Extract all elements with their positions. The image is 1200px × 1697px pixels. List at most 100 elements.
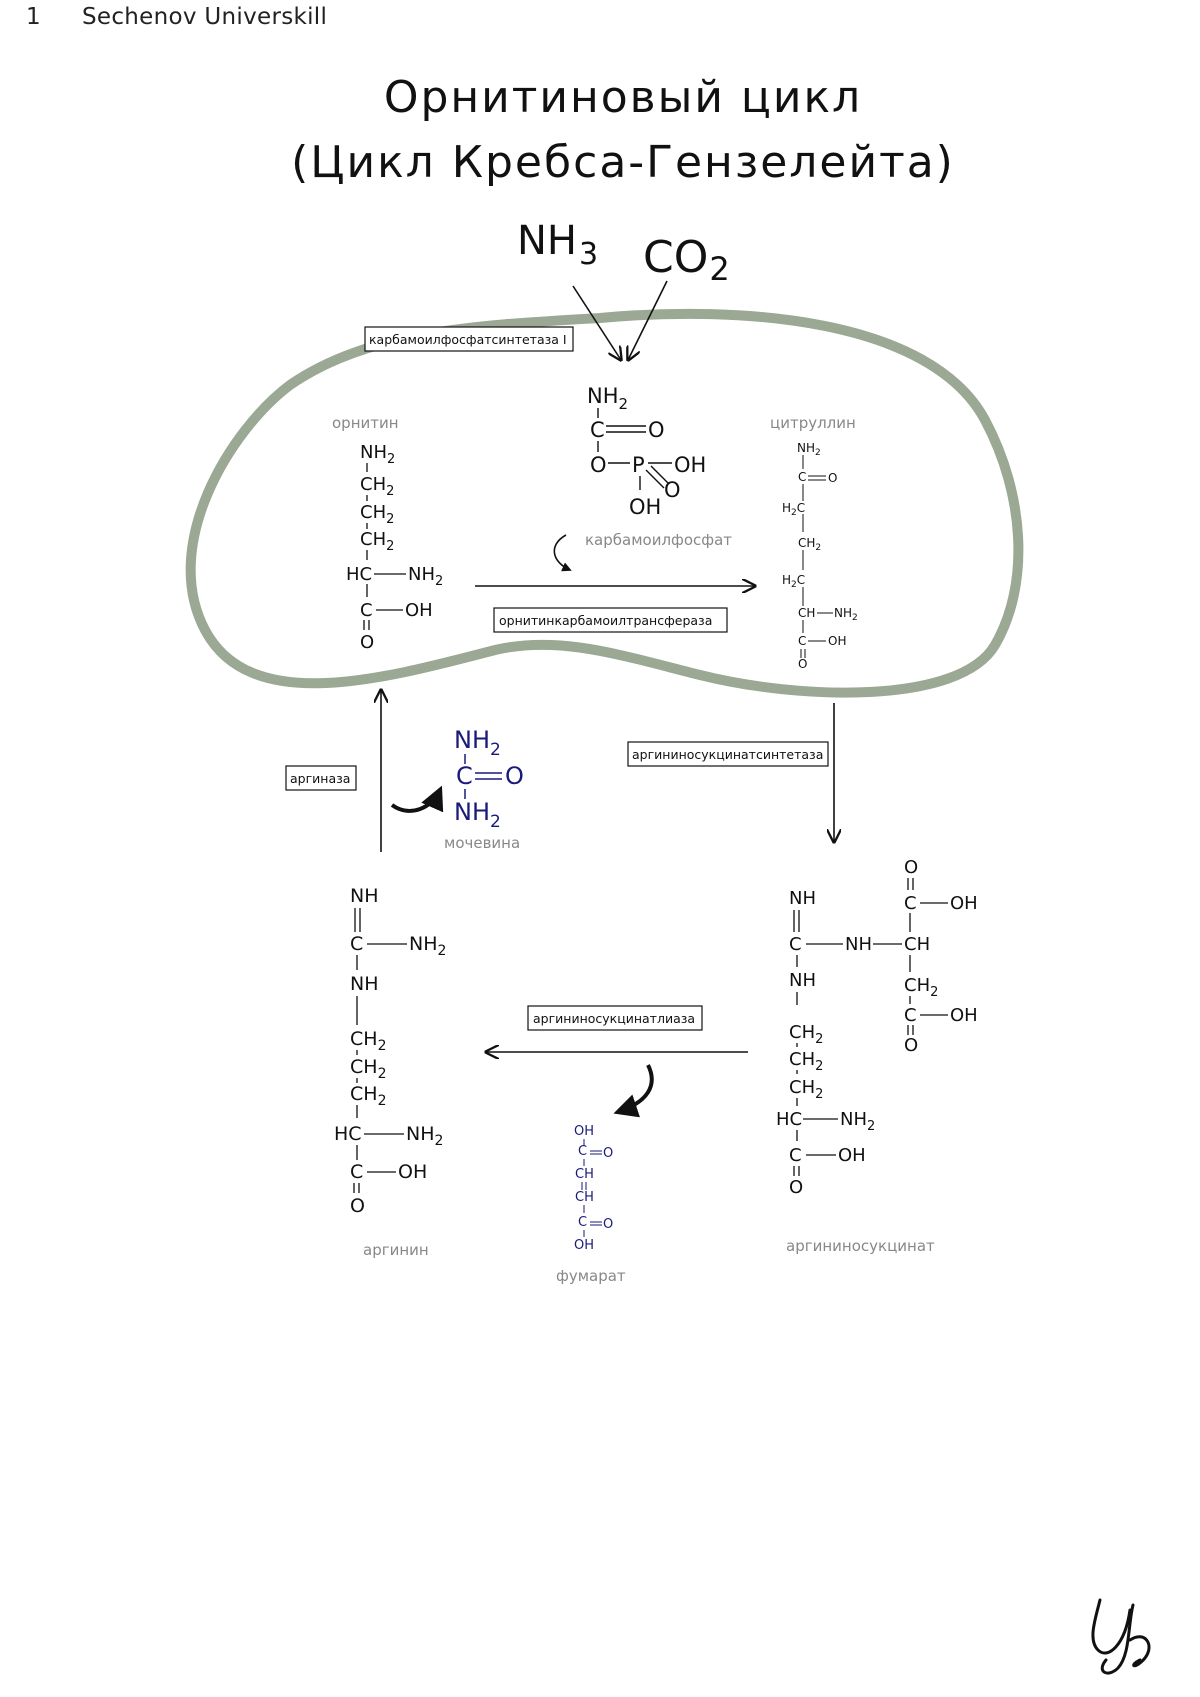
title-line-2: (Цикл Кребса-Гензелейта) [291,137,955,188]
svg-text:O: O [603,1217,613,1232]
svg-text:OH: OH [838,1145,866,1166]
svg-text:NH2: NH2 [409,933,446,959]
svg-text:O: O [648,418,665,442]
svg-text:C: C [578,1215,587,1230]
svg-text:CH: CH [575,1190,594,1205]
argininosuccinate-structure: NH C NH CH NH CH2 CH2 CH2 HC NH2 C OH [776,857,978,1198]
svg-text:NH2: NH2 [454,798,501,832]
page-number: 1 [26,4,41,30]
svg-text:OH: OH [398,1161,427,1183]
carbamoyl-phosphate-label: карбамоилфосфат [585,531,732,549]
fumarate-release-arrow [613,1064,654,1118]
co2-label: CO2 [643,232,730,288]
citrulline-label: цитруллин [770,414,856,432]
svg-text:OH: OH [629,495,661,519]
svg-text:O: O [590,453,607,477]
svg-text:NH2: NH2 [797,441,821,458]
svg-text:NH2: NH2 [406,1123,443,1149]
svg-text:C: C [798,470,806,484]
svg-text:O: O [603,1146,613,1161]
svg-text:NH: NH [350,973,379,995]
svg-text:HC: HC [776,1109,802,1130]
svg-text:CH2: CH2 [350,1083,386,1109]
svg-text:аргининосукцинатлиаза: аргининосукцинатлиаза [533,1011,695,1026]
svg-text:O: O [798,657,807,671]
urea-structure: NH2 C O NH2 [454,726,524,832]
svg-text:CH: CH [904,934,930,955]
svg-text:аргининосукцинатсинтетаза: аргининосукцинатсинтетаза [632,747,823,762]
title-line-1: Орнитиновый цикл [383,72,863,123]
svg-text:OH: OH [950,1005,978,1026]
svg-text:CH2: CH2 [789,1077,823,1102]
svg-text:OH: OH [574,1124,594,1139]
svg-text:C: C [350,1161,363,1183]
svg-text:C: C [456,762,473,790]
svg-text:P: P [632,453,645,477]
svg-text:NH: NH [789,970,816,991]
enzyme-cps1: карбамоилфосфатсинтетаза I [364,326,574,352]
enzyme-arginase: аргиназа [285,765,357,791]
svg-text:CH2: CH2 [789,1049,823,1074]
svg-text:карбамоилфосфатсинтетаза I: карбамоилфосфатсинтетаза I [369,332,567,347]
svg-text:OH: OH [574,1238,594,1253]
arginine-structure: NH C NH2 NH CH2 CH2 CH2 HC NH2 C OH O [334,885,446,1217]
svg-text:C: C [904,1005,917,1026]
urea-label: мочевина [444,834,520,852]
svg-text:NH2: NH2 [840,1109,875,1134]
svg-text:NH: NH [350,885,379,907]
svg-text:O: O [360,632,374,653]
svg-text:NH2: NH2 [360,442,395,467]
svg-text:H2C: H2C [782,573,805,590]
svg-text:CH2: CH2 [360,529,394,554]
urea-release-arrow [390,785,444,813]
svg-text:OH: OH [950,893,978,914]
citrulline-structure: NH2 C O H2C CH2 H2C CH NH2 C OH O [782,441,858,671]
svg-text:C: C [798,634,806,648]
svg-text:CH2: CH2 [350,1028,386,1054]
universkill-logo-icon [1091,1598,1151,1675]
svg-text:O: O [828,471,837,485]
arginine-label: аргинин [363,1241,429,1259]
ornithine-label: орнитин [332,414,399,432]
enzyme-ass: аргининосукцинатсинтетаза [627,741,829,767]
svg-text:OH: OH [828,634,846,648]
enzyme-asl: аргининосукцинатлиаза [527,1005,703,1031]
svg-text:C: C [360,600,373,621]
svg-text:аргиназа: аргиназа [290,771,350,786]
svg-text:C: C [590,418,605,442]
svg-text:NH2: NH2 [587,384,628,413]
fumarate-structure: OH C O CH CH C O OH [574,1124,613,1253]
svg-text:C: C [904,893,917,914]
nh3-arrow [572,285,621,360]
ornithine-structure: NH2 CH2 CH2 CH2 HC NH2 C OH O [346,442,443,653]
enzyme-otc: орнитинкарбамоилтрансфераза [493,607,728,633]
svg-text:NH: NH [789,888,816,909]
svg-text:OH: OH [674,453,706,477]
svg-text:HC: HC [334,1123,362,1145]
svg-text:C: C [578,1144,587,1159]
svg-text:O: O [904,857,918,878]
svg-text:NH2: NH2 [454,726,501,760]
svg-text:CH2: CH2 [360,474,394,499]
svg-text:C: C [789,1145,802,1166]
svg-text:O: O [505,762,524,790]
svg-text:CH2: CH2 [798,536,821,553]
svg-text:O: O [664,478,681,502]
svg-text:CH2: CH2 [904,975,938,1000]
argininosuccinate-label: аргининосукцинат [786,1237,935,1255]
mitochondrion-membrane [185,308,1024,698]
svg-text:CH: CH [798,606,815,620]
co2-arrow [628,280,668,360]
svg-text:C: C [789,934,802,955]
svg-text:CH2: CH2 [360,502,394,527]
svg-text:O: O [789,1177,803,1198]
nh3-label: NH3 [517,218,598,272]
fumarate-label: фумарат [556,1267,626,1285]
svg-text:C: C [350,933,363,955]
svg-text:CH2: CH2 [789,1022,823,1047]
svg-text:орнитинкарбамоилтрансфераза: орнитинкарбамоилтрансфераза [499,613,712,628]
svg-text:CH: CH [575,1167,594,1182]
svg-text:NH2: NH2 [834,606,858,623]
